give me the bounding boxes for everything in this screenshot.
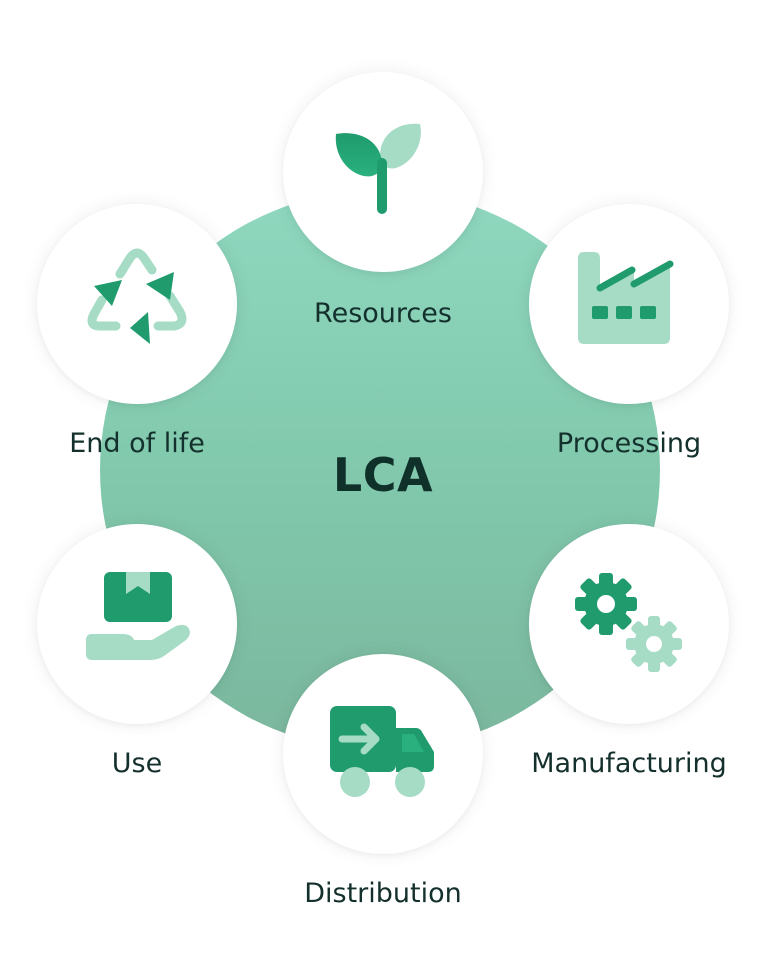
stage-node-distribution bbox=[283, 654, 483, 854]
stage-node-manufacturing bbox=[529, 524, 729, 724]
stage-label-end-of-life: End of life bbox=[69, 428, 205, 459]
factory-icon bbox=[578, 252, 674, 344]
stage-label-processing: Processing bbox=[556, 428, 702, 459]
hand-package-icon bbox=[86, 572, 190, 660]
stage-node-processing bbox=[529, 204, 729, 404]
hub-label: LCA bbox=[332, 448, 434, 502]
stage-label-distribution: Distribution bbox=[304, 878, 462, 909]
stage-node-use bbox=[37, 524, 237, 724]
stage-label-use: Use bbox=[111, 748, 163, 779]
stage-node-resources bbox=[283, 72, 483, 272]
gears-icon bbox=[575, 573, 682, 672]
stage-label-manufacturing: Manufacturing bbox=[531, 748, 727, 779]
recycle-icon bbox=[87, 248, 187, 344]
stage-node-end-of-life bbox=[37, 204, 237, 404]
stage-label-resources: Resources bbox=[314, 298, 452, 329]
delivery-truck-icon bbox=[330, 706, 434, 797]
sprout-icon bbox=[335, 123, 421, 214]
